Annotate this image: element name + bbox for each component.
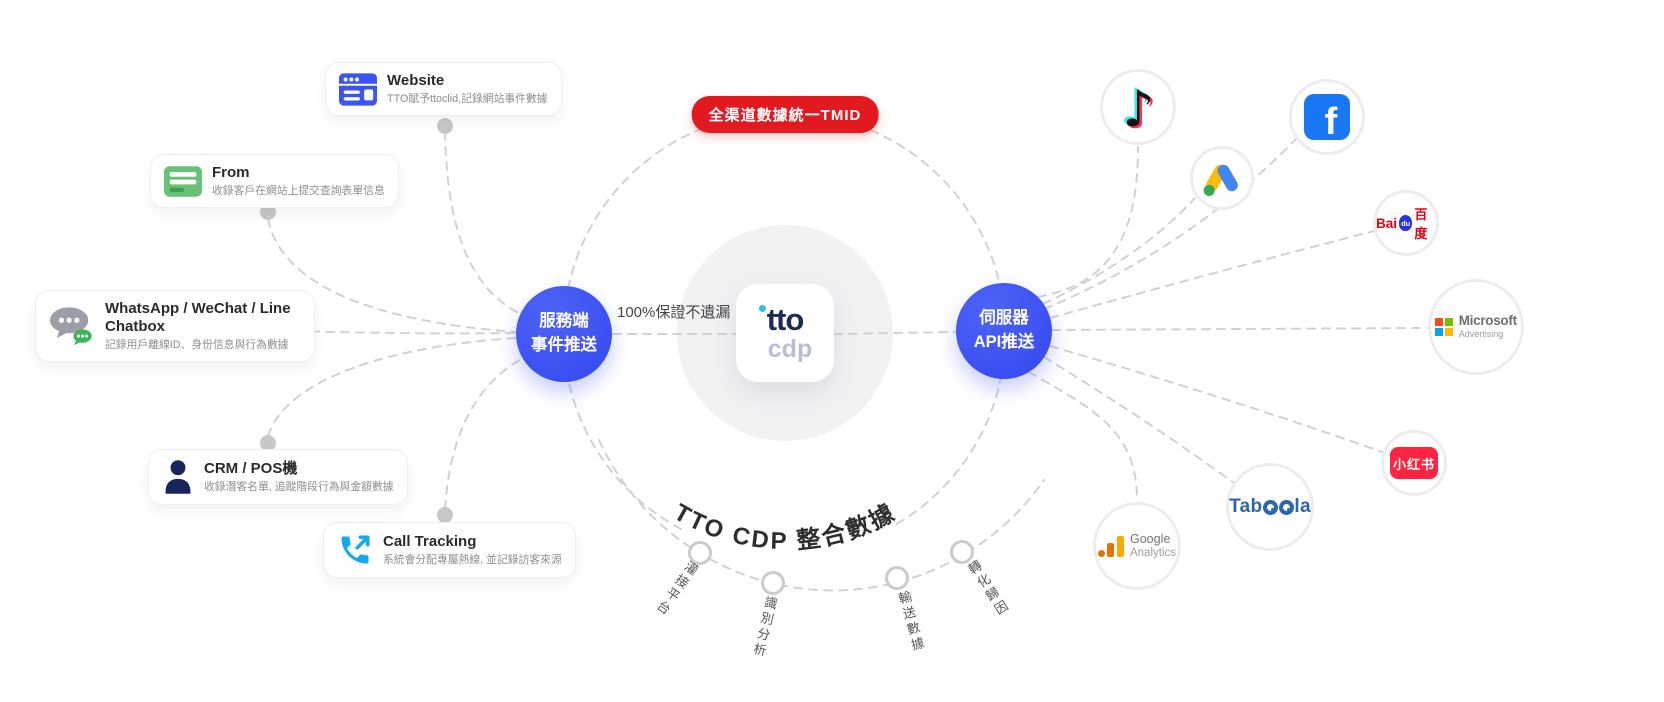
source-desc: 記錄用戶離線ID、身份信息與行為數據: [105, 339, 289, 351]
source-title: CRM / POS機: [204, 459, 298, 477]
source-desc: 系統會分配專屬熱線, 並記錄訪客來源: [383, 553, 562, 566]
tmid-badge: 全渠道數據統一TMID: [691, 96, 879, 133]
source-title: From: [212, 164, 250, 181]
svg-text:♪: ♪: [1125, 82, 1157, 137]
left-hub-server-events: 服務端 事件推送: [516, 286, 612, 382]
hub-label-line: 伺服器: [979, 309, 1029, 328]
svg-text:♪: ♪: [1120, 78, 1152, 136]
facebook-f-icon: f: [1304, 94, 1350, 140]
brand-google-analytics: Google Analytics: [1093, 502, 1181, 590]
baidu-paw-icon: du: [1399, 215, 1413, 231]
source-card-website: Website TTO賦予ttoclid,記錄網站事件數據: [325, 62, 562, 117]
brand-facebook: f: [1289, 79, 1365, 155]
hub-label-line: 服務端: [539, 312, 589, 331]
person-icon: [165, 460, 191, 494]
logo-accent-dot: [758, 305, 766, 312]
pipeline-arc: [598, 439, 1045, 592]
chat-bubbles-icon: [49, 307, 92, 346]
source-card-form: From 收錄客戶在網站上提交查詢表單信息: [150, 154, 399, 209]
source-card-crm-pos: CRM / POS機 收錄潛客名單, 追蹤階段行為與金額數據: [148, 449, 408, 505]
source-card-call-tracking: Call Tracking 系統會分配專屬熱線, 並記錄訪客來源: [323, 522, 576, 578]
google-analytics-icon: [1097, 535, 1124, 557]
right-hub-api-push: 伺服器 API推送: [956, 283, 1052, 379]
tiktok-note-icon: ♪ ♪ ♪: [1120, 78, 1157, 137]
brand-xiaohongshu: 小红书: [1381, 430, 1447, 496]
logo-cdp: cdp: [767, 335, 813, 363]
tto-cdp-logo-card: tto cdp: [736, 284, 834, 382]
source-title: Website: [387, 72, 445, 89]
svg-text:♪: ♪: [1123, 80, 1155, 137]
taboola-o-icon: [1278, 499, 1294, 515]
source-desc: 收錄潛客名單, 追蹤階段行為與金額數據: [204, 480, 394, 493]
microsoft-squares-icon: [1435, 318, 1453, 336]
brand-baidu: Bai du 百度: [1373, 190, 1439, 256]
browser-icon: [339, 73, 377, 106]
taboola-o-icon: [1262, 499, 1278, 515]
brand-microsoft-advertising: Microsoft Advertising: [1428, 279, 1524, 375]
source-title: WhatsApp / WeChat / Line Chatbox: [105, 300, 291, 335]
pipeline-nodes: [688, 540, 974, 595]
source-title: Call Tracking: [383, 532, 477, 550]
brand-google-ads: [1190, 146, 1254, 210]
source-desc: 收錄客戶在網站上提交查詢表單信息: [212, 185, 385, 197]
form-icon: [164, 166, 202, 197]
logo-tto: tto: [758, 304, 804, 335]
brand-tiktok: ♪ ♪ ♪: [1100, 69, 1176, 145]
source-desc: TTO賦予ttoclid,記錄網站事件數據: [387, 93, 548, 105]
guarantee-text: 100%保證不遺漏: [617, 304, 731, 321]
brand-taboola: Tab la: [1226, 463, 1314, 551]
hub-label-line: 事件推送: [531, 336, 597, 354]
phone-outgoing-icon: [341, 535, 370, 564]
google-analytics-logo: Google Analytics: [1097, 532, 1176, 560]
source-card-chatbox: WhatsApp / WeChat / Line Chatbox 記錄用戶離線I…: [35, 290, 315, 363]
microsoft-logo: Microsoft Advertising: [1435, 313, 1517, 340]
hub-label-line: API推送: [973, 333, 1035, 351]
taboola-logo: Tab la: [1229, 496, 1311, 517]
baidu-logo: Bai du 百度: [1376, 207, 1428, 241]
google-ads-icon: [1203, 164, 1238, 196]
xiaohongshu-logo: 小红书: [1390, 447, 1438, 479]
